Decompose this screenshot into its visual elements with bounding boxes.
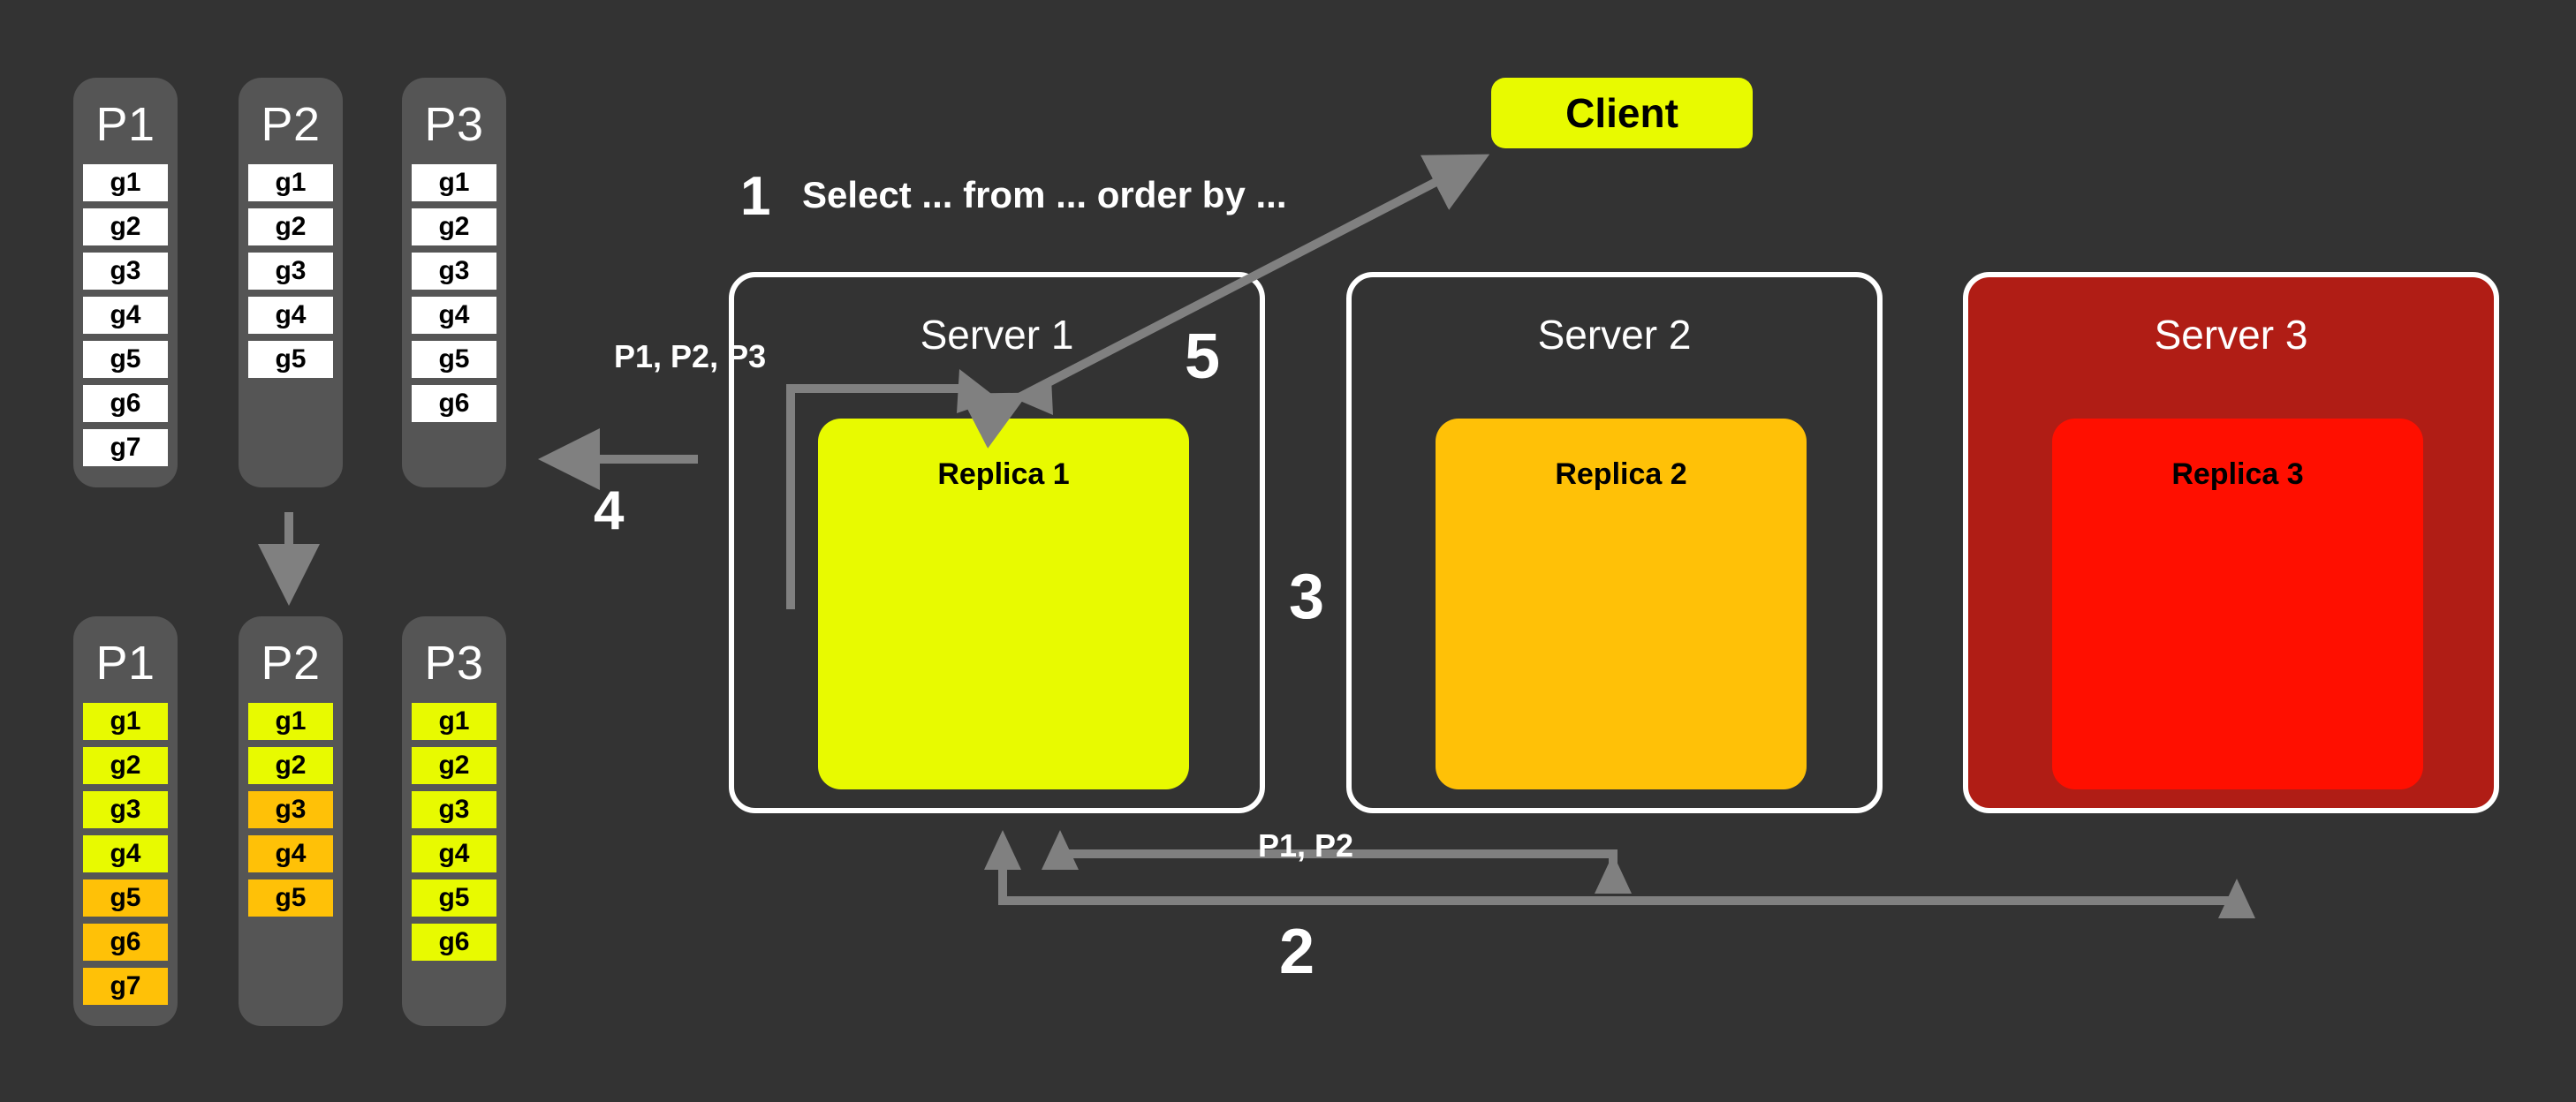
partition-title: P1 [95, 98, 155, 151]
partition-chip: g3 [83, 253, 168, 290]
server-1-title: Server 1 [920, 312, 1074, 358]
partition-chip: g1 [412, 164, 496, 201]
label-p1-p2: P1, P2 [1258, 827, 1354, 864]
partition-column-p2-before: P2 g1 g2 g3 g4 g5 [239, 78, 343, 487]
partition-title: P3 [424, 637, 484, 690]
partition-chip: g2 [412, 747, 496, 784]
partition-title: P1 [95, 637, 155, 690]
partition-chip: g4 [248, 297, 333, 334]
partition-chip: g6 [83, 385, 168, 422]
partition-chip: g5 [412, 879, 496, 917]
partition-column-p3-after: P3 g1 g2 g3 g4 g5 g6 [402, 616, 506, 1026]
step-number-5: 5 [1185, 321, 1221, 392]
step-number-2: 2 [1279, 917, 1315, 987]
partition-chip: g5 [83, 341, 168, 378]
partition-chip: g2 [412, 208, 496, 245]
partition-title: P2 [261, 98, 321, 151]
step-number-3: 3 [1289, 562, 1325, 632]
partition-chip: g1 [412, 703, 496, 740]
arrow-step2-server3-to-server1 [984, 830, 2255, 918]
replica-1-label: Replica 1 [937, 457, 1070, 491]
partition-chip: g3 [83, 791, 168, 828]
client-node[interactable]: Client [1491, 78, 1753, 148]
partition-chip: g2 [83, 208, 168, 245]
partition-chip: g2 [83, 747, 168, 784]
partition-chip: g1 [83, 703, 168, 740]
partition-column-p2-after: P2 g1 g2 g3 g4 g5 [239, 616, 343, 1026]
server-2-box[interactable]: Server 2 Replica 2 [1346, 272, 1883, 813]
label-p1-p2-p3: P1, P2, P3 [614, 338, 767, 374]
partition-chip: g7 [83, 968, 168, 1005]
partition-chip: g6 [412, 385, 496, 422]
partition-chip: g2 [248, 208, 333, 245]
replica-3-label: Replica 3 [2171, 457, 2304, 491]
partition-chip: g4 [248, 835, 333, 872]
replica-2-box[interactable]: Replica 2 [1436, 419, 1807, 789]
partition-chip: g3 [412, 791, 496, 828]
partition-chip: g3 [248, 791, 333, 828]
replica-2-label: Replica 2 [1555, 457, 1687, 491]
step-number-1: 1 [740, 166, 771, 227]
partition-chip: g6 [412, 924, 496, 961]
partition-title: P3 [424, 98, 484, 151]
partition-chip: g4 [83, 835, 168, 872]
partition-chip: g4 [83, 297, 168, 334]
replica-1-box[interactable]: Replica 1 [818, 419, 1189, 789]
partition-chip: g5 [248, 341, 333, 378]
partition-chip: g4 [412, 835, 496, 872]
server-3-box[interactable]: Server 3 Replica 3 [1963, 272, 2499, 813]
partition-chip: g5 [412, 341, 496, 378]
partition-chip: g5 [83, 879, 168, 917]
partition-title: P2 [261, 637, 321, 690]
partition-column-p1-after: P1 g1 g2 g3 g4 g5 g6 g7 [73, 616, 178, 1026]
step-number-4: 4 [594, 480, 625, 541]
query-label: Select ... from ... order by ... [802, 174, 1287, 215]
partition-chip: g3 [412, 253, 496, 290]
partition-chip: g7 [83, 429, 168, 466]
partition-chip: g5 [248, 879, 333, 917]
server-3-title: Server 3 [2154, 312, 2308, 358]
server-2-title: Server 2 [1537, 312, 1692, 358]
partition-chip: g1 [83, 164, 168, 201]
partition-chip: g2 [248, 747, 333, 784]
partition-chip: g6 [83, 924, 168, 961]
partition-column-p3-before: P3 g1 g2 g3 g4 g5 g6 [402, 78, 506, 487]
client-label: Client [1565, 90, 1678, 136]
replica-3-box[interactable]: Replica 3 [2052, 419, 2423, 789]
partition-chip: g1 [248, 703, 333, 740]
partition-chip: g3 [248, 253, 333, 290]
partition-chip: g4 [412, 297, 496, 334]
partition-column-p1-before: P1 g1 g2 g3 g4 g5 g6 g7 [73, 78, 178, 487]
partition-chip: g1 [248, 164, 333, 201]
